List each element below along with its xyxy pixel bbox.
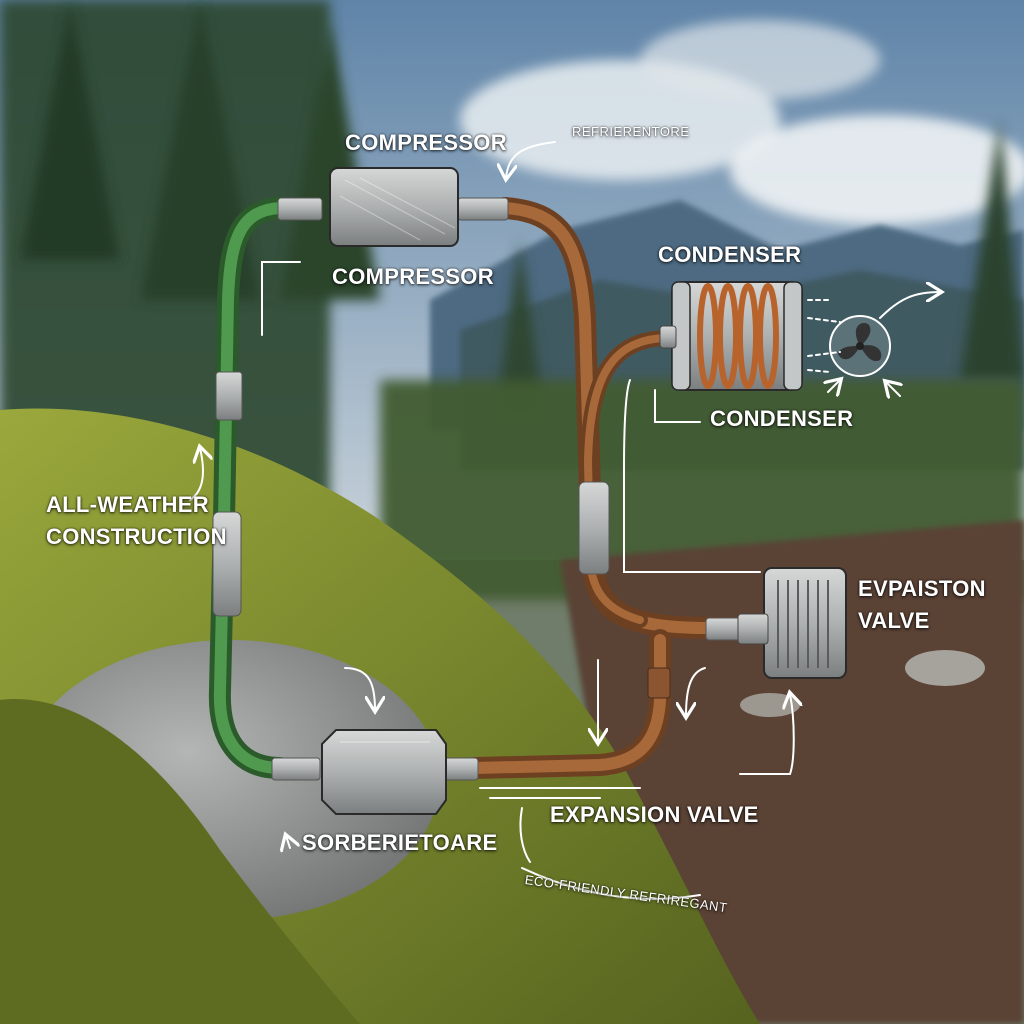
expansion-valve-label: EXPANSION VALVE bbox=[550, 802, 759, 827]
arrow-icon bbox=[886, 382, 900, 396]
receiver-unit bbox=[321, 729, 447, 815]
arrow-icon bbox=[739, 694, 794, 775]
arrow-icon bbox=[189, 448, 203, 501]
moss-foreground bbox=[0, 699, 360, 1024]
arrow-icon bbox=[344, 667, 375, 710]
clouds bbox=[460, 20, 1024, 225]
fitting bbox=[647, 667, 671, 699]
evaporator-label-line2: VALVE bbox=[858, 608, 930, 633]
compressor-label: COMPRESSOR bbox=[332, 264, 494, 289]
compressor-unit bbox=[329, 167, 459, 247]
condenser-unit bbox=[659, 281, 803, 391]
evaporator-label-line1: EVPAISTON bbox=[858, 576, 986, 601]
fitting bbox=[271, 757, 321, 781]
pebble bbox=[905, 650, 985, 686]
condenser-label-top: CONDENSER bbox=[658, 242, 802, 267]
fitting bbox=[277, 197, 323, 221]
arrow-icon bbox=[286, 836, 290, 848]
braided-coupler bbox=[578, 481, 610, 575]
arrow-icon bbox=[506, 141, 556, 178]
arrow-icon bbox=[879, 292, 940, 319]
fan-icon bbox=[829, 315, 891, 377]
fittings bbox=[212, 197, 771, 781]
refrigerant-label-top: REFRIERENTORE bbox=[572, 124, 690, 139]
fitting bbox=[457, 197, 509, 221]
condenser-coils bbox=[697, 283, 779, 389]
trees bbox=[20, 0, 1024, 420]
braided-coupler bbox=[212, 511, 242, 617]
condenser-label: CONDENSER bbox=[710, 406, 854, 431]
evaporator-unit bbox=[737, 567, 847, 679]
arrow-icon bbox=[686, 667, 706, 716]
annotation-lines bbox=[189, 141, 940, 900]
arrow-icon bbox=[828, 380, 840, 392]
receiver-label: SORBERIETOARE bbox=[302, 830, 498, 855]
fitting bbox=[215, 371, 243, 421]
compressor-label-top: COMPRESSOR bbox=[345, 130, 507, 155]
all-weather-label-line2: CONSTRUCTION bbox=[46, 524, 227, 549]
all-weather-label-line1: ALL-WEATHER bbox=[46, 492, 209, 517]
fitting bbox=[441, 757, 479, 781]
